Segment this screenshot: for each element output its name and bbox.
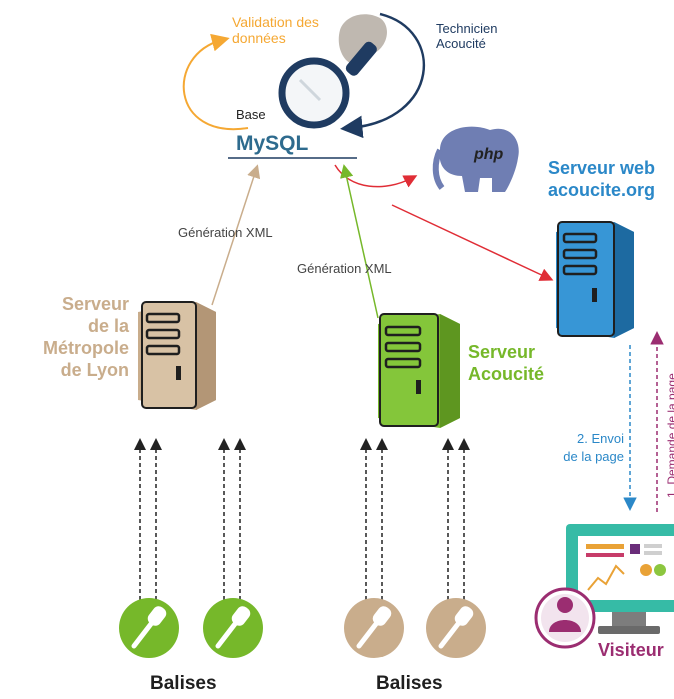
envoi-page-label: 2. Envoi de la page [563,431,624,464]
base-label: Base [236,107,266,122]
sensor-icon-2 [203,598,263,658]
mysql-logo-text: MySQL [236,132,309,155]
generation-xml-left-label: Génération XML [178,225,273,240]
sensor-icon-4 [426,598,486,658]
serveur-acoucite-label: Serveur Acoucité [468,342,545,384]
server-icon-web [556,221,634,338]
user-icon [534,587,596,649]
server-icon-metropole [138,301,216,410]
monitor-icon [566,524,674,634]
acoucite-to-mysql-arrow [340,164,379,319]
balises-left-label: Balises [150,673,217,694]
metropole-to-mysql-arrow [211,164,261,306]
serveur-web-label: Serveur web acoucite.org [548,158,656,200]
php-logo-text: php [473,146,504,163]
validation-label: Validation des données [232,14,319,47]
mysql-to-web-server-arrow [391,204,554,281]
visiteur-label: Visiteur [598,640,664,660]
hand-holding-magnifier-icon [278,14,387,129]
mysql-logo-icon: MySQL [228,132,357,159]
serveur-metropole-label: Serveur de la Métropole de Lyon [42,294,129,380]
validation-loop-arrow [182,33,249,131]
generation-xml-center-label: Génération XML [297,261,392,276]
demande-page-label: 1. Demande de la page [665,373,674,498]
server-icon-acoucite [378,313,460,428]
technicien-arrow [340,12,426,139]
balises-right-label: Balises [376,673,443,694]
php-elephant-icon: php [432,126,519,192]
sensor-data-arrows [134,438,470,600]
sensor-icon-1 [119,598,179,658]
sensor-icon-3 [344,598,404,658]
technicien-label: Technicien Acoucité [436,21,498,51]
